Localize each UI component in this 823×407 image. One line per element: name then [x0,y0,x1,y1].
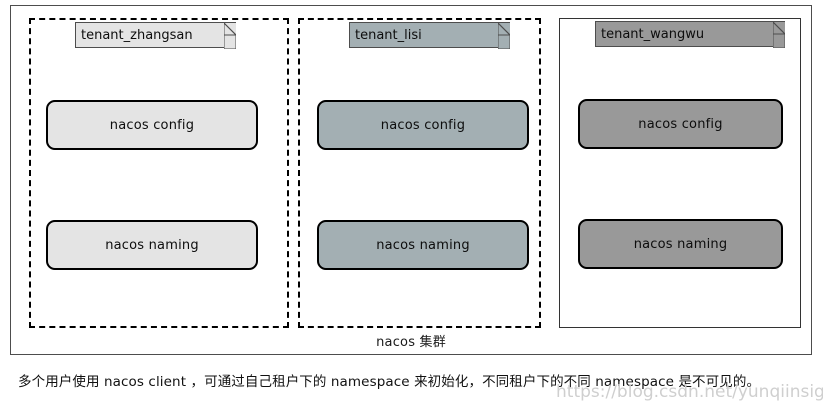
service-box-nacos-config[interactable]: nacos config [317,100,529,150]
service-label: nacos naming [376,237,470,253]
tenant-group-wangwu: tenant_wangwu nacos config nacos naming [559,18,801,328]
service-box-nacos-naming[interactable]: nacos naming [578,219,783,269]
service-box-nacos-config[interactable]: nacos config [46,100,258,150]
service-label: nacos config [380,117,466,133]
tenant-name-label: tenant_wangwu [601,26,705,42]
service-label: nacos config [109,117,195,133]
tenant-name-tag-zhangsan: tenant_zhangsan [75,22,236,49]
folded-corner-icon [498,23,510,49]
tenant-name-tag-wangwu: tenant_wangwu [595,21,785,48]
tenant-group-zhangsan: tenant_zhangsan nacos config nacos namin… [29,18,289,328]
service-label: nacos naming [633,236,728,252]
service-box-nacos-naming[interactable]: nacos naming [46,220,258,270]
service-box-nacos-naming[interactable]: nacos naming [317,220,529,270]
tenant-name-tag-lisi: tenant_lisi [349,22,510,49]
service-label: nacos config [638,116,723,132]
folded-corner-icon [224,23,236,49]
cluster-label: nacos 集群 [376,335,446,350]
folded-corner-icon [773,22,785,48]
diagram-caption: 多个用户使用 nacos client ，可通过自己租户下的 namespace… [18,374,761,390]
nacos-cluster-box: tenant_zhangsan nacos config nacos namin… [10,5,812,355]
tenant-name-label: tenant_lisi [355,27,422,43]
service-label: nacos naming [105,237,199,253]
service-box-nacos-config[interactable]: nacos config [578,99,783,149]
tenant-group-lisi: tenant_lisi nacos config nacos naming [298,18,541,328]
tenant-name-label: tenant_zhangsan [81,27,193,43]
